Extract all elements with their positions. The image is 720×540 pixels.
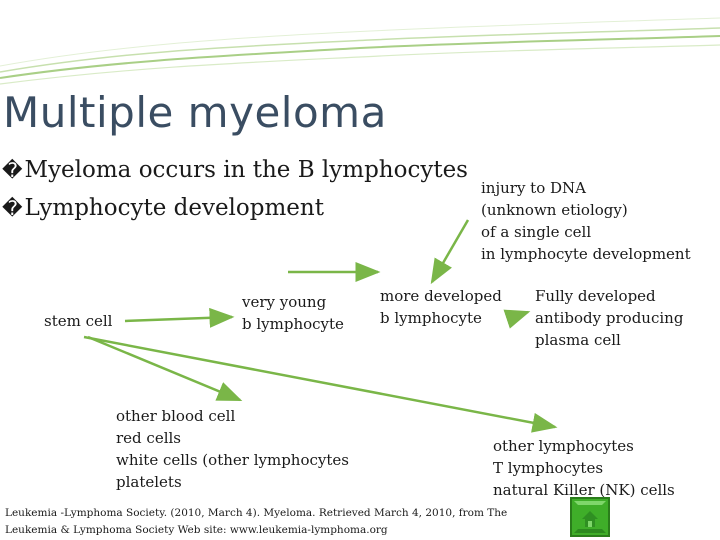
node-line: antibody producing [535,309,684,327]
node-very-young-b-lymphocyte: very young b lymphocyte [242,291,344,335]
node-line: b lymphocyte [242,315,344,333]
node-line: natural Killer (NK) cells [493,481,675,499]
node-line: T lymphocytes [493,459,604,477]
bullet-glyph-icon: � [2,196,23,220]
node-more-developed-b-lymphocyte: more developed b lymphocyte [380,285,502,329]
bullet-text: Myeloma occurs in the B lymphocytes [24,157,468,183]
citation-line: Leukemia & Lymphoma Society Web site: ww… [5,524,388,536]
node-line: white cells (other lymphocytes [116,451,349,469]
arrow-more-to-plasma [503,309,531,329]
bullet-text: Lymphocyte development [24,195,324,221]
arrow-injury-to-more [430,219,470,285]
node-line: b lymphocyte [380,309,482,327]
node-line: Fully developed [535,287,656,305]
node-line: other blood cell [116,407,236,425]
home-button-icon[interactable] [570,497,610,537]
injury-line: in lymphocyte development [481,245,691,263]
bullet-item: �Myeloma occurs in the B lymphocytes [2,157,468,183]
arrow-stem-to-other-blood [87,335,243,402]
citation: Leukemia -Lymphoma Society. (2010, March… [5,505,507,539]
node-line: very young [242,293,327,311]
arrow-stem-to-other-lymph [83,335,558,433]
node-line: platelets [116,473,182,491]
node-line: more developed [380,287,502,305]
node-line: other lymphocytes [493,437,634,455]
injury-line: injury to DNA [481,179,586,197]
node-plasma-cell: Fully developed antibody producing plasm… [535,285,683,351]
node-line: red cells [116,429,181,447]
slide-title: Multiple myeloma [3,88,387,137]
bullet-glyph-icon: � [2,158,23,182]
node-line: plasma cell [535,331,621,349]
node-stem-cell: stem cell [44,312,113,330]
node-other-blood-cell: other blood cell red cells white cells (… [116,405,349,493]
arrow-stem-to-young [124,307,235,328]
citation-line: Leukemia -Lymphoma Society. (2010, March… [5,507,508,519]
bullet-item: �Lymphocyte development [2,195,324,221]
node-other-lymphocytes: other lymphocytes T lymphocytes natural … [493,435,675,501]
injury-note: injury to DNA (unknown etiology) of a si… [481,177,691,265]
injury-line: (unknown etiology) [481,201,628,219]
injury-line: of a single cell [481,223,592,241]
